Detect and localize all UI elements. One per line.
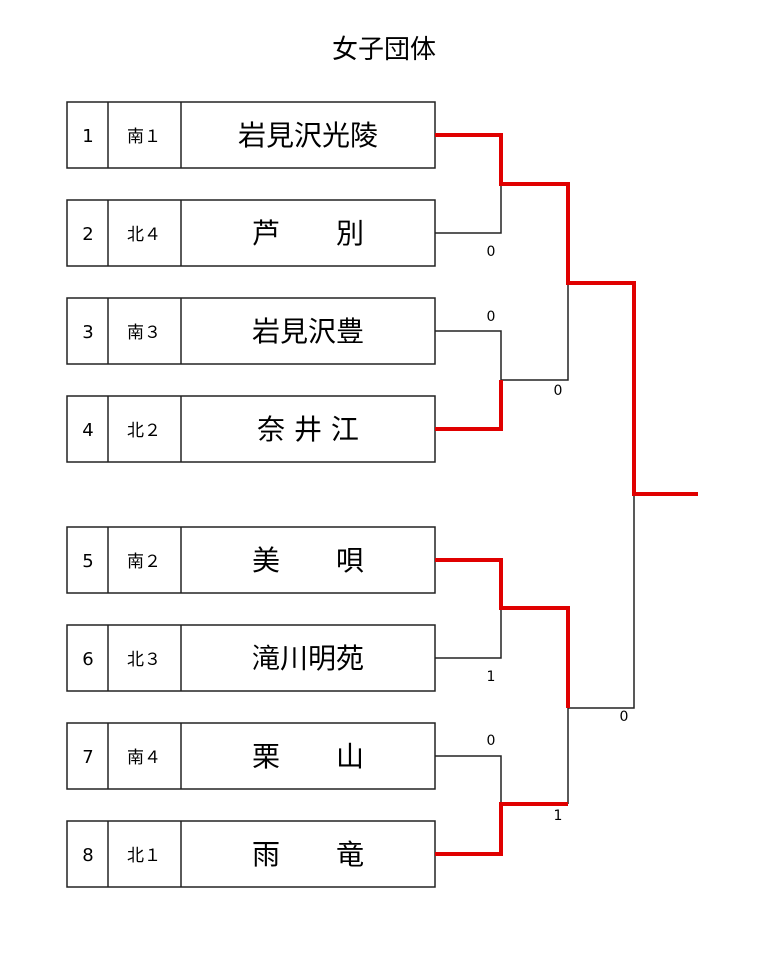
score-label: 0	[554, 383, 563, 399]
team-seed: 南２	[127, 552, 161, 572]
team-number: 5	[82, 551, 93, 572]
team-seed: 南４	[127, 748, 161, 768]
team-box	[66, 722, 436, 790]
team-seed: 南３	[127, 323, 161, 343]
team-name: 岩見沢光陵	[238, 119, 378, 152]
team-number: 2	[82, 224, 93, 245]
team-number: 4	[82, 420, 93, 441]
team-seed: 北４	[127, 225, 161, 245]
winner-path	[435, 558, 570, 708]
winner-path	[435, 802, 568, 856]
team-row-5: 5 南２ 美 唄	[66, 526, 436, 594]
team-name: 奈 井 江	[257, 413, 359, 446]
score-label: 1	[487, 669, 496, 685]
team-name: 美 唄	[252, 544, 364, 577]
team-number: 7	[82, 747, 93, 768]
team-number: 6	[82, 649, 93, 670]
team-box	[66, 297, 436, 365]
bracket-line	[501, 283, 569, 381]
team-name: 雨 竜	[252, 838, 364, 871]
winner-path	[435, 133, 698, 496]
team-seed: 北１	[127, 846, 161, 866]
bracket-line	[435, 608, 502, 659]
score-label: 0	[487, 733, 496, 749]
team-row-4: 4 北２ 奈 井 江	[66, 395, 436, 463]
loser-lines	[435, 184, 635, 804]
team-row-3: 3 南３ 岩見沢豊	[66, 297, 436, 365]
score-label: 1	[554, 808, 563, 824]
team-name: 滝川明苑	[252, 642, 364, 675]
winner-path	[435, 380, 503, 431]
winner-lines	[435, 133, 698, 856]
team-row-8: 8 北１ 雨 竜	[66, 820, 436, 888]
page-title: 女子団体	[332, 35, 436, 65]
bracket-line	[435, 330, 502, 380]
team-box	[66, 624, 436, 692]
bracket-line	[435, 184, 502, 234]
score-label: 0	[620, 709, 629, 725]
team-name: 芦 別	[252, 217, 364, 250]
team-seed: 北２	[127, 421, 161, 441]
team-name: 栗 山	[252, 740, 364, 773]
bracket-line	[435, 755, 502, 804]
team-row-7: 7 南４ 栗 山	[66, 722, 436, 790]
team-box	[66, 820, 436, 888]
score-label: 0	[487, 244, 496, 260]
team-name: 岩見沢豊	[252, 315, 364, 348]
team-seed: 南１	[127, 127, 161, 147]
team-box	[66, 395, 436, 463]
team-row-6: 6 北３ 滝川明苑	[66, 624, 436, 692]
team-number: 3	[82, 322, 93, 343]
team-number: 8	[82, 845, 93, 866]
team-number: 1	[82, 126, 93, 147]
team-seed: 北３	[127, 650, 161, 670]
team-box	[66, 101, 436, 169]
score-label: 0	[487, 309, 496, 325]
team-box	[66, 199, 436, 267]
team-row-2: 2 北４ 芦 別	[66, 199, 436, 267]
bracket-line	[568, 494, 635, 709]
team-row-1: 1 南１ 岩見沢光陵	[66, 101, 436, 169]
